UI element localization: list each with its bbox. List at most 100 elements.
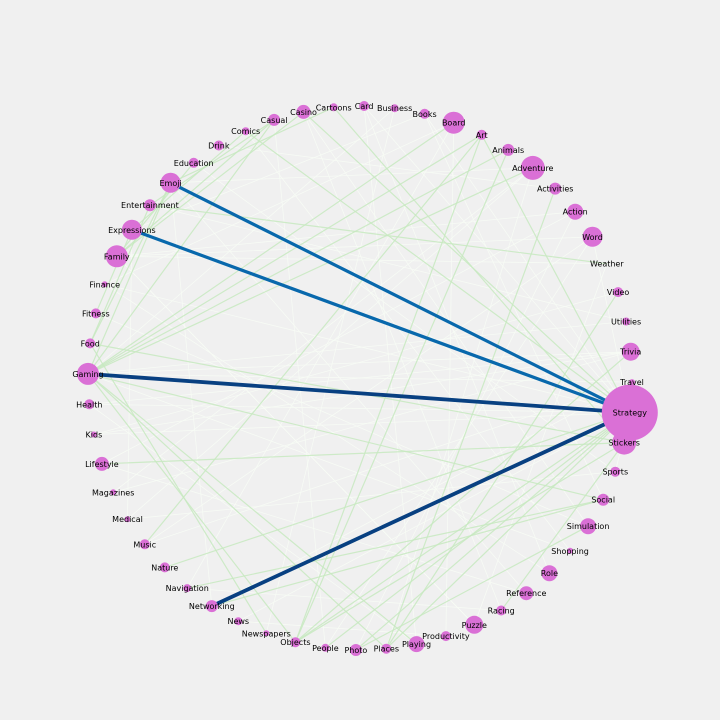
node-racing (496, 605, 507, 616)
node-sports (610, 466, 621, 477)
edge-strategy-gaming (86, 371, 632, 415)
node-label-lifestyle: Lifestyle (85, 460, 119, 469)
edge-utilities-entertainment (149, 204, 627, 322)
node-label-networking: Networking (189, 602, 235, 611)
edge-board-navigation (186, 122, 455, 589)
node-label-trivia: Trivia (619, 348, 641, 357)
edge-travel-music (144, 381, 633, 545)
edge-racing-stickers (500, 442, 625, 612)
node-objects (290, 637, 301, 648)
node-label-word: Word (582, 233, 603, 242)
node-fitness (90, 308, 101, 319)
edge-photo-simulation (355, 525, 589, 651)
edge-networking-travel (211, 381, 633, 607)
edge-expressions-fitness (95, 229, 133, 314)
node-label-nature: Nature (151, 563, 178, 572)
node-simulation (580, 518, 597, 535)
edge-simulation-fitness (95, 312, 589, 527)
edge-activities-places (385, 188, 556, 650)
node-label-racing: Racing (488, 607, 515, 616)
node-label-activities: Activities (537, 185, 574, 194)
edge-finance-board (104, 122, 455, 285)
node-label-puzzle: Puzzle (462, 621, 487, 630)
edge-casino-racing (303, 111, 502, 611)
node-label-magazines: Magazines (92, 488, 134, 497)
node-navigation (183, 584, 192, 593)
edge-strategy-art (481, 134, 631, 414)
node-casual (268, 113, 281, 126)
node-label-health: Health (76, 400, 102, 409)
edge-strategy-people (324, 412, 631, 649)
edge-strategy-kids (93, 412, 631, 435)
edge-strategy-expressions (130, 228, 632, 415)
node-music (139, 539, 150, 550)
node-health (84, 399, 95, 410)
node-label-objects: Objects (280, 638, 310, 647)
edge-emoji-adventure (170, 167, 534, 184)
node-stickers (612, 430, 637, 455)
node-label-action: Action (563, 208, 588, 217)
node-cartoons (329, 103, 338, 112)
edge-adventure-gaming (87, 167, 534, 375)
node-adventure (520, 155, 545, 180)
node-label-entertainment: Entertainment (121, 201, 179, 210)
node-label-weather: Weather (590, 260, 624, 269)
node-playing (408, 636, 425, 653)
node-news (234, 617, 243, 626)
node-photo (349, 644, 362, 656)
edge-video-kids (93, 291, 619, 435)
node-social (597, 493, 610, 506)
edge-networking-social (211, 499, 604, 607)
node-strategy (601, 384, 658, 441)
node-food (85, 338, 96, 349)
edge-lifestyle-stickers (101, 442, 625, 465)
node-label-places: Places (374, 645, 399, 654)
node-shopping (567, 547, 574, 554)
edge-comics-shopping (245, 130, 571, 552)
node-label-adventure: Adventure (512, 164, 553, 173)
edge-gaming-social (87, 373, 604, 501)
node-medical (124, 516, 131, 523)
edge-art-objects (294, 134, 483, 643)
edge-word-music (144, 236, 593, 545)
edge-sports-medical (127, 471, 616, 520)
node-label-board: Board (442, 119, 466, 128)
edge-layer (86, 105, 633, 651)
edge-action-photo (355, 211, 576, 651)
node-productivity (440, 631, 451, 642)
node-label-art: Art (476, 131, 488, 140)
node-emoji (160, 172, 181, 193)
node-label-cartoons: Cartoons (316, 103, 352, 112)
node-newspapers (263, 630, 270, 637)
edge-card-role (363, 105, 550, 574)
edge-family-action (116, 211, 576, 257)
node-business (390, 104, 399, 113)
node-animals (502, 143, 515, 156)
node-label-strategy: Strategy (613, 409, 648, 418)
node-label-kids: Kids (86, 431, 103, 440)
node-label-utilities: Utilities (611, 318, 641, 327)
edge-gaming-board (87, 122, 455, 375)
edge-newspapers-food (89, 342, 267, 634)
edge-business-newspapers (265, 107, 396, 634)
node-label-food: Food (81, 339, 100, 348)
edge-strategy-health (88, 403, 631, 414)
edge-sports-education (193, 162, 616, 473)
node-kids (90, 431, 97, 438)
edge-expressions-books (131, 113, 426, 231)
edge-art-music (144, 134, 483, 545)
edge-weather-puzzle (473, 263, 608, 626)
edge-strategy-casino (302, 111, 631, 414)
edge-gaming-objects (87, 373, 296, 643)
edge-trivia-health (88, 351, 632, 405)
node-label-travel: Travel (619, 378, 644, 387)
node-label-reference: Reference (506, 589, 546, 598)
edge-gaming-art (87, 134, 483, 375)
node-label-education: Education (174, 159, 214, 168)
edge-people-casual (273, 119, 326, 649)
edge-navigation-social (186, 499, 604, 589)
node-people (321, 643, 330, 652)
node-label-emoji: Emoji (160, 179, 182, 188)
edge-strategy-finance (104, 283, 631, 414)
edge-emoji-food (89, 182, 172, 344)
